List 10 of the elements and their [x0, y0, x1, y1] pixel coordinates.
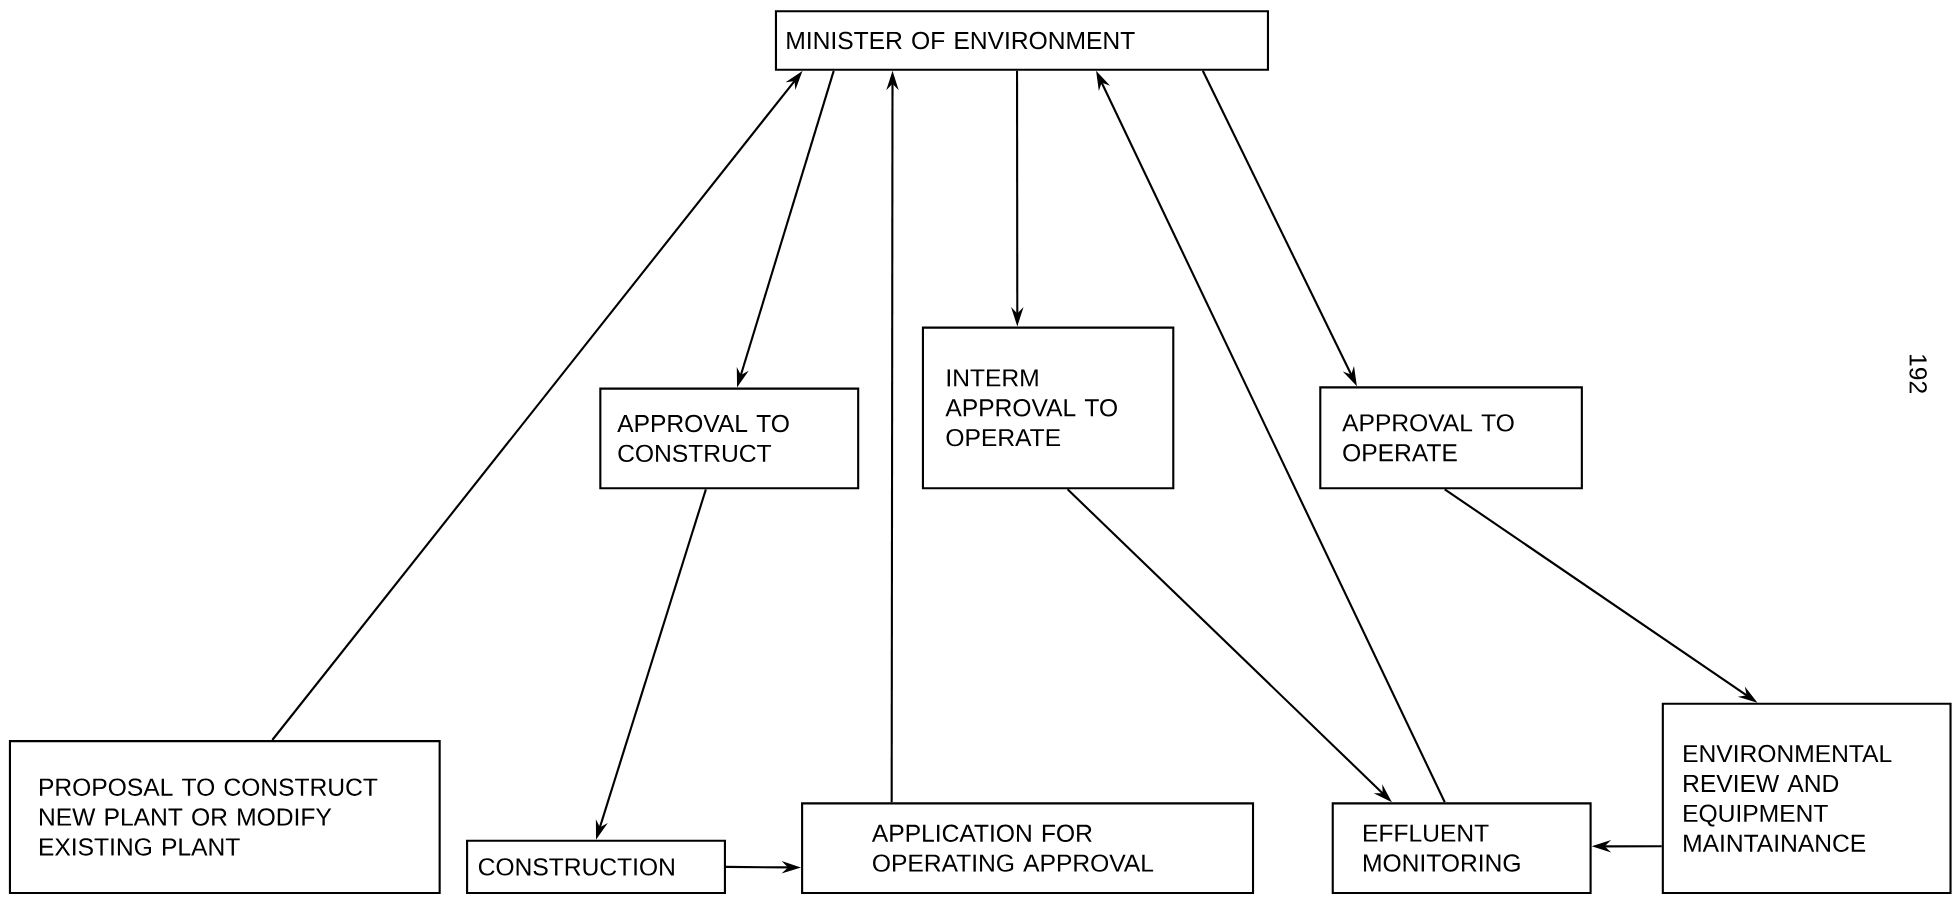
- process-box: INTERM APPROVAL TO OPERATE: [921, 326, 1175, 490]
- page-number: 192: [1909, 355, 1927, 394]
- process-box: EFFLUENT MONITORING: [1331, 802, 1592, 895]
- process-box: APPROVAL TO OPERATE: [1319, 386, 1583, 490]
- process-box: PROPOSAL TO CONSTRUCT NEW PLANT OR MODIFY EXISTING PLANT: [8, 740, 441, 895]
- process-box: CONSTRUCTION: [466, 839, 726, 895]
- process-box: MINISTER OF ENVIRONMENT: [774, 10, 1270, 71]
- process-box: APPROVAL TO CONSTRUCT: [599, 387, 860, 490]
- process-box: APPLICATION FOR OPERATING APPROVAL: [801, 802, 1255, 895]
- process-box: ENVIRONMENTAL REVIEW AND EQUIPMENT MAINTAINANCE: [1661, 702, 1952, 895]
